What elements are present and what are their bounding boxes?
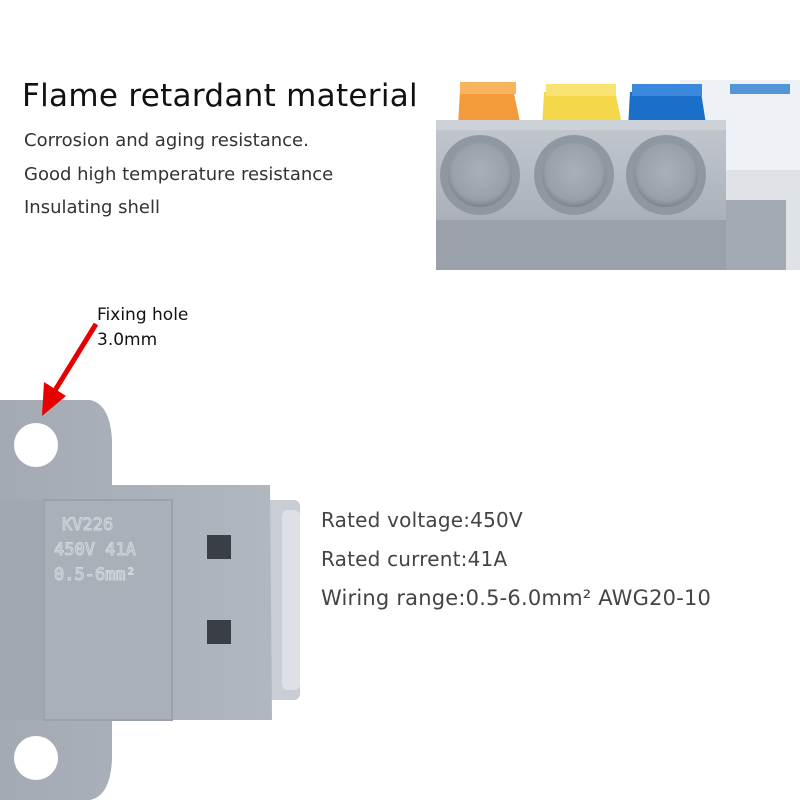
feature-insulating: Insulating shell: [24, 197, 161, 218]
molded-model: KV226: [62, 515, 113, 535]
fixing-hole-icon: [14, 423, 58, 467]
arrow-head: [42, 382, 66, 416]
fixing-hole-arrow-icon: [42, 322, 99, 416]
fixing-hole-size: 3.0mm: [97, 330, 158, 350]
molded-range: 0.5-6mm²: [54, 565, 136, 585]
connector-front-photo: [436, 80, 800, 270]
feature-temperature: Good high temperature resistance: [24, 164, 334, 185]
fixing-hole-lower-icon: [14, 736, 58, 780]
headline-title: Flame retardant material: [22, 78, 418, 114]
arrow-shaft: [51, 322, 99, 394]
lever-blue-icon: [628, 84, 706, 128]
spec-rated-voltage: Rated voltage:450V: [321, 508, 523, 532]
molded-rating: 450V 41A: [54, 540, 136, 560]
feature-corrosion: Corrosion and aging resistance.: [24, 130, 309, 151]
spec-wiring-range: Wiring range:0.5-6.0mm² AWG20-10: [321, 586, 712, 610]
spec-rated-current: Rated current:41A: [321, 547, 508, 571]
connector-top-photo: KV226 450V 41A 0.5-6mm²: [0, 400, 300, 800]
lever-orange-icon: [458, 82, 520, 126]
lever-yellow-icon: [542, 84, 622, 128]
fixing-hole-label: Fixing hole: [97, 305, 189, 325]
